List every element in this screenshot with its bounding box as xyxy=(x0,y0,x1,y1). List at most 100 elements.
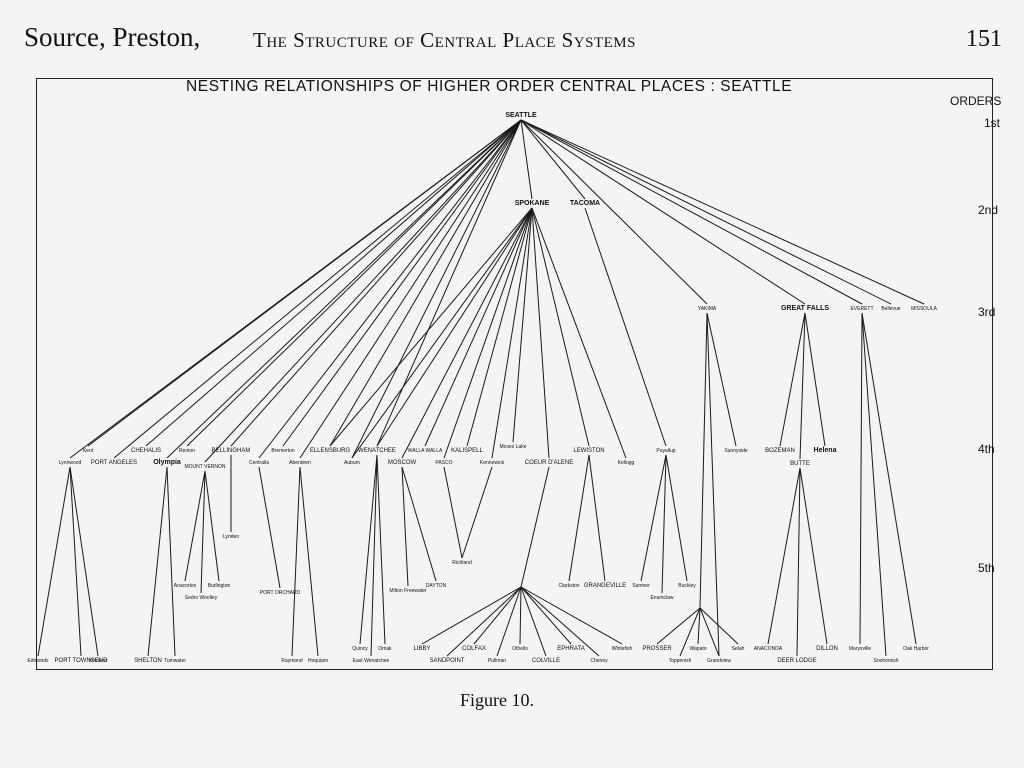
link-spokane_hub-pullman xyxy=(496,586,522,657)
link-spokane-kellogg xyxy=(531,207,627,459)
link-pasco-richland xyxy=(443,466,463,559)
place-snohomish: Snohomish xyxy=(873,658,898,664)
link-seattle-port_angeles xyxy=(113,119,522,459)
link-great_falls-bozeman xyxy=(779,312,806,447)
link-everett-oak_harbor xyxy=(861,312,917,645)
link-spokane-pasco xyxy=(443,207,533,459)
place-kennewick: Kennewick xyxy=(480,460,505,466)
order-5th-label: 5th xyxy=(978,561,995,575)
link-mount_vernon-sedro_woolley xyxy=(200,470,206,594)
link-seattle-everett xyxy=(520,119,863,305)
link-tacoma-puyallup xyxy=(584,207,667,447)
place-moses-lake: Moses Lake xyxy=(500,444,527,450)
order-4th-label: 4th xyxy=(978,442,995,456)
place-omak: Omak xyxy=(378,646,392,652)
page-number: 151 xyxy=(966,26,1002,52)
place-dillon: DILLON xyxy=(816,646,838,652)
place-sandpoint: SANDPOINT xyxy=(429,658,464,664)
link-seattle-wenatchee xyxy=(376,119,522,447)
link-wenatchee-quincy xyxy=(359,454,378,645)
place-great-falls: GREAT FALLS xyxy=(781,305,829,312)
place-colfax: COLFAX xyxy=(462,646,486,652)
place-enumclaw: Enumclaw xyxy=(650,595,673,601)
link-seattle-centralia xyxy=(258,119,522,459)
place-dayton: DAYTON xyxy=(426,583,447,589)
place-renton: Renton xyxy=(179,448,195,454)
place-puyallup: Puyallup xyxy=(656,448,675,454)
place-port-angeles: PORT ANGELES xyxy=(91,460,137,466)
place-pasco: PASCO xyxy=(435,460,452,466)
place-shelton: SHELTON xyxy=(134,658,162,664)
place-walla-walla: WALLA WALLA xyxy=(408,448,443,454)
link-spokane_hub-libby xyxy=(421,586,522,645)
figure-frame xyxy=(36,78,993,670)
link-lynnwood-edmonds xyxy=(37,466,71,657)
link-spokane_hub-colville xyxy=(520,586,547,657)
link-kennewick-richland xyxy=(461,466,493,559)
place-richland: Richland xyxy=(452,560,472,566)
place-auburn: Auburn xyxy=(344,460,360,466)
place-east-wenatchee: East Wenatchee xyxy=(353,658,390,664)
link-puyallup-enumclaw xyxy=(661,454,667,594)
link-butte-deer_lodge xyxy=(796,467,801,657)
order-3rd-label: 3rd xyxy=(978,305,996,319)
link-seattle-tacoma xyxy=(520,119,586,200)
place-selah: Selah xyxy=(732,646,745,652)
link-seattle-spokane xyxy=(520,119,533,200)
order-1st-label: 1st xyxy=(984,116,1001,130)
link-seattle-missoula xyxy=(520,119,925,305)
place-tumwater: Tumwater xyxy=(164,658,186,664)
link-spokane_hub-othello xyxy=(519,586,522,645)
link-aberdeen-raymond xyxy=(291,466,301,657)
place-lewiston: LEWISTON xyxy=(573,448,604,454)
place-kirkland: Kirkland xyxy=(89,658,107,664)
place-lynnwood: Lynnwood xyxy=(59,460,82,466)
place-prosser: PROSSER xyxy=(642,646,672,652)
place-clarkston: Clarkston xyxy=(558,583,579,589)
place-toppenish: Toppenish xyxy=(669,658,692,664)
place-kent: Kent xyxy=(83,448,94,454)
link-spokane-moses_lake xyxy=(512,207,533,443)
link-yakima_hub-selah xyxy=(699,607,739,645)
link-wenatchee-east_wenatchee xyxy=(370,454,378,657)
place-libby: LIBBY xyxy=(413,646,430,652)
link-yakima_hub-toppenish xyxy=(679,607,701,657)
link-spokane-coeur_dalene xyxy=(531,207,550,459)
place-whitefish: Whitefish xyxy=(612,646,633,652)
place-coeur-dalene: COEUR D'ALENE xyxy=(525,460,574,466)
link-seattle-great_falls xyxy=(520,119,806,305)
place-port-townsend: PORT TOWNSEND xyxy=(55,658,109,664)
link-spokane-auburn xyxy=(351,207,533,459)
link-seattle-kent xyxy=(87,119,522,447)
place-edmonds: Edmonds xyxy=(27,658,49,664)
place-grandview: Grandview xyxy=(707,658,731,664)
place-mount-vernon: MOUNT VERNON xyxy=(184,464,225,470)
place-othello: Othello xyxy=(512,646,528,652)
link-seattle-bellingham xyxy=(230,119,522,447)
link-seattle-olympia xyxy=(166,119,522,459)
place-tacoma: TACOMA xyxy=(570,200,600,207)
place-cheney: Cheney xyxy=(590,658,608,664)
link-seattle-renton xyxy=(186,119,522,447)
link-seattle-aberdeen xyxy=(299,119,522,459)
link-moscow-milton_freewater xyxy=(401,466,409,587)
place-everett: EVERETT xyxy=(850,306,873,312)
link-mount_vernon-anacortes xyxy=(184,470,206,582)
link-yakima_hub-wapato xyxy=(697,607,701,645)
order-2nd-label: 2nd xyxy=(978,203,999,217)
link-seattle-bellevue xyxy=(520,119,892,305)
link-seattle-ellensburg xyxy=(329,119,522,447)
place-chehalis: CHEHALIS xyxy=(131,448,161,454)
figure-title: NESTING RELATIONSHIPS OF HIGHER ORDER CE… xyxy=(186,78,793,95)
link-great_falls-butte xyxy=(799,312,806,460)
place-bremerton: Bremerton xyxy=(271,448,295,454)
link-lewiston-clarkston xyxy=(568,454,590,582)
place-buckley: Buckley xyxy=(678,583,696,589)
place-sunnyside: Sunnyside xyxy=(724,448,748,454)
link-lynnwood-kirkland xyxy=(69,466,99,657)
link-great_falls-helena xyxy=(804,312,826,447)
place-bozeman: BOZEMAN xyxy=(765,448,795,454)
link-spokane-moscow xyxy=(401,207,533,459)
